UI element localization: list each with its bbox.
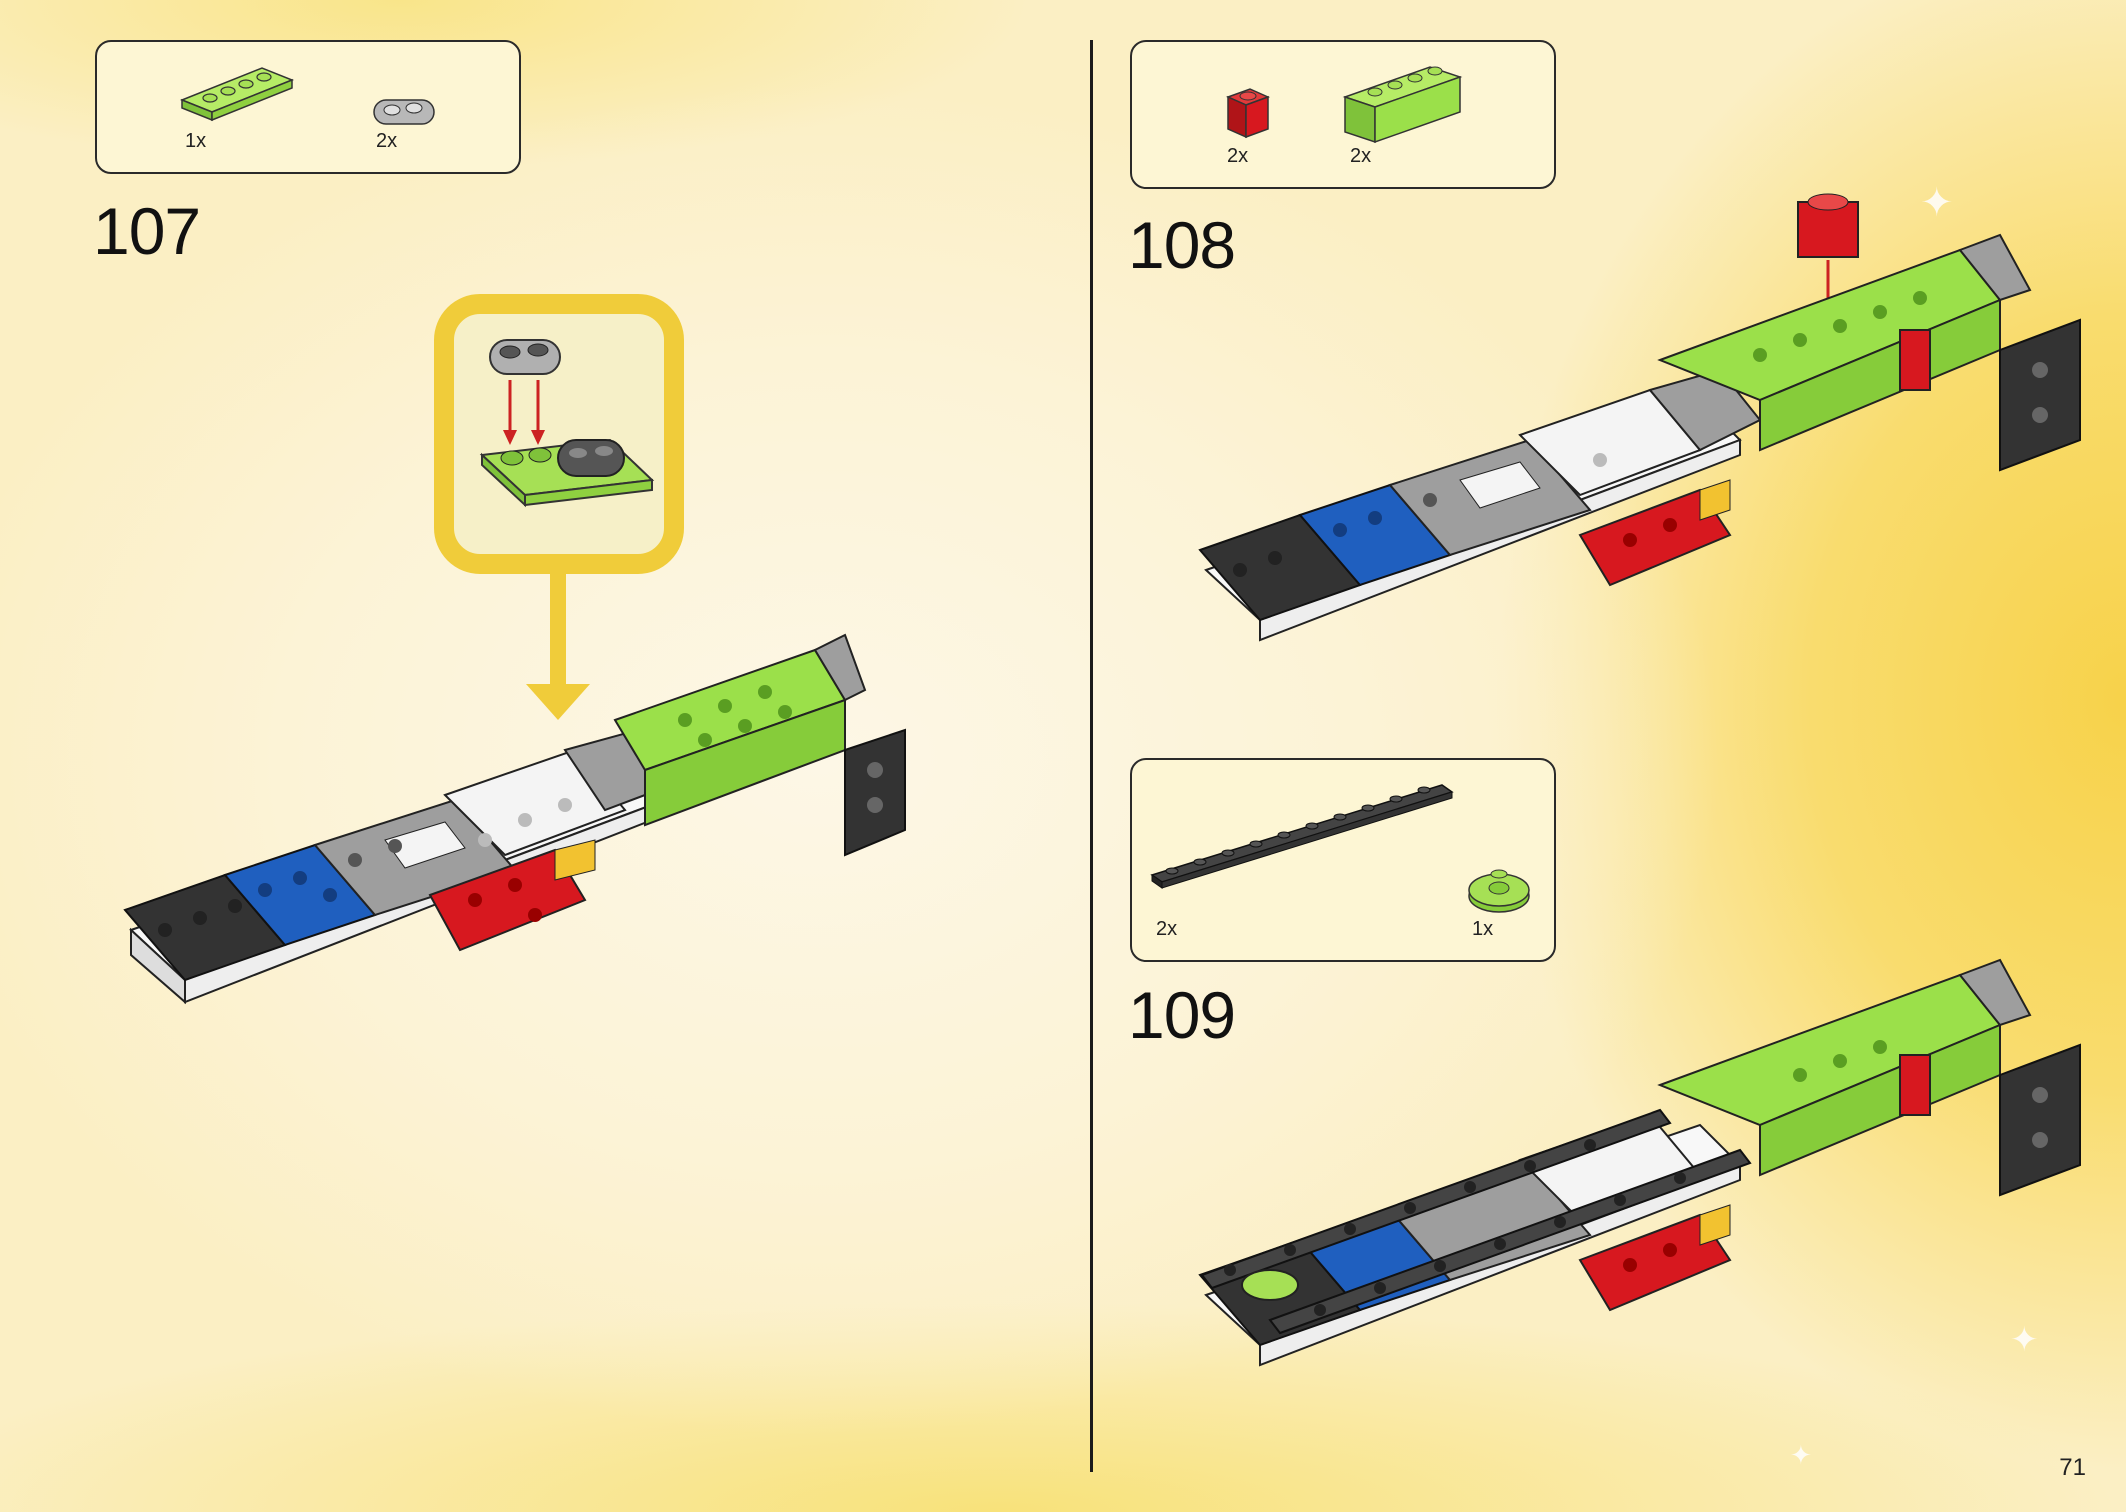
part-qty: 2x: [1156, 918, 1178, 940]
lime-plate-1x4-icon: [179, 67, 295, 122]
model-illustration-109: [1198, 958, 2081, 1367]
black-plate-1x16-icon: [1150, 784, 1454, 889]
part-qty: 1x: [185, 130, 207, 152]
step-number: 107: [93, 194, 201, 268]
model-illustration-108: [1198, 193, 2081, 642]
callout-box: [434, 294, 684, 720]
parts-list-107: 1x 2x: [95, 40, 521, 174]
red-brick-1x1-icon: [1225, 88, 1271, 139]
lime-round-plate-2x2-icon: [1468, 869, 1530, 913]
part-qty: 1x: [1472, 918, 1494, 940]
part-qty: 2x: [1350, 145, 1372, 167]
page-divider: [1090, 40, 1093, 1472]
sparkle-icon: ✦: [1790, 1440, 1812, 1470]
parts-list-109: 2x 1x: [1130, 758, 1556, 962]
part-qty: 2x: [1227, 145, 1249, 167]
gray-plate-1x2-rounded-icon: [373, 99, 435, 125]
page-number: 71: [2059, 1454, 2086, 1481]
sparkle-icon: ✦: [1920, 181, 1954, 225]
part-qty: 2x: [376, 130, 398, 152]
parts-list-108: 2x 2x: [1130, 40, 1556, 189]
model-illustration-107: [123, 633, 906, 1005]
lime-brick-1x4-icon: [1342, 66, 1463, 144]
sparkle-icon: ✦: [2010, 1321, 2039, 1359]
step-number: 108: [1128, 208, 1236, 282]
step-number: 109: [1128, 978, 1236, 1052]
